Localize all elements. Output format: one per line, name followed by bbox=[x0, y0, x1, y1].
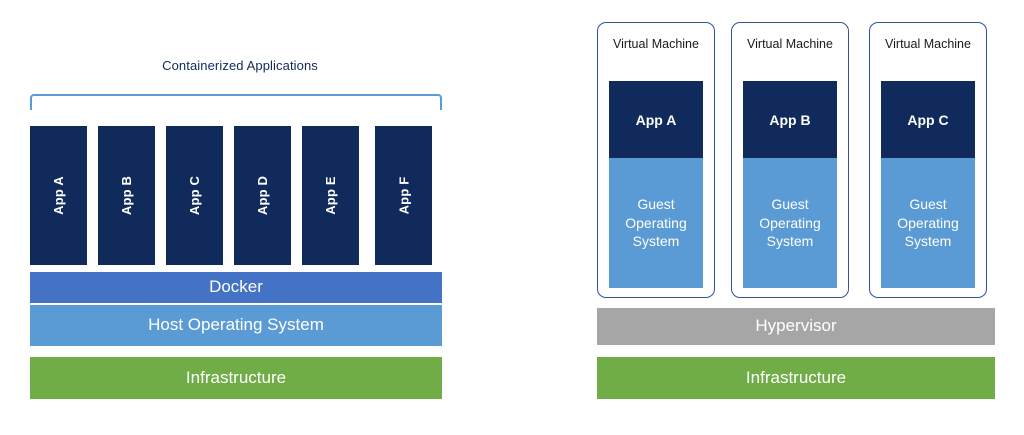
app-container-d: App D bbox=[234, 126, 291, 265]
layer-hypervisor: Hypervisor bbox=[597, 308, 995, 345]
layer-host-operating-system: Host Operating System bbox=[30, 305, 442, 346]
virtual-machine-1-app: App A bbox=[609, 81, 703, 158]
containerized-applications-bracket bbox=[30, 94, 442, 110]
app-container-a-label: App A bbox=[50, 176, 66, 215]
virtual-machine-2-app: App B bbox=[743, 81, 837, 158]
layer-infrastructure-left: Infrastructure bbox=[30, 357, 442, 399]
app-container-c: App C bbox=[166, 126, 223, 265]
virtual-machine-3-app: App C bbox=[881, 81, 975, 158]
app-container-f: App F bbox=[375, 126, 432, 265]
app-container-e: App E bbox=[302, 126, 359, 265]
layer-docker: Docker bbox=[30, 272, 442, 303]
virtual-machine-2-title: Virtual Machine bbox=[747, 37, 833, 51]
app-container-b-label: App B bbox=[119, 175, 134, 216]
virtual-machine-1-title: Virtual Machine bbox=[613, 37, 699, 51]
containerized-applications-title: Containerized Applications bbox=[162, 58, 318, 73]
app-container-a: App A bbox=[30, 126, 87, 265]
app-container-b: App B bbox=[98, 126, 155, 265]
virtual-machine-3-title: Virtual Machine bbox=[885, 37, 971, 51]
app-container-c-label: App C bbox=[187, 175, 202, 216]
app-container-f-label: App F bbox=[395, 176, 411, 215]
app-container-e-label: App E bbox=[323, 176, 338, 215]
layer-infrastructure-right: Infrastructure bbox=[597, 357, 995, 399]
app-container-d-label: App D bbox=[255, 175, 270, 216]
